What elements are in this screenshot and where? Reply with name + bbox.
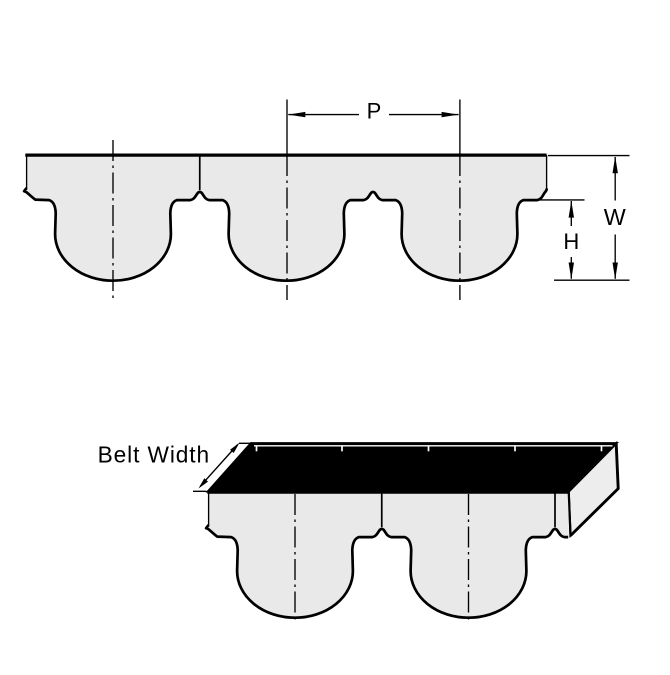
svg-text:P: P — [367, 99, 382, 124]
svg-text:Belt Width: Belt Width — [98, 442, 210, 468]
svg-text:W: W — [604, 204, 626, 230]
svg-text:H: H — [563, 229, 579, 254]
